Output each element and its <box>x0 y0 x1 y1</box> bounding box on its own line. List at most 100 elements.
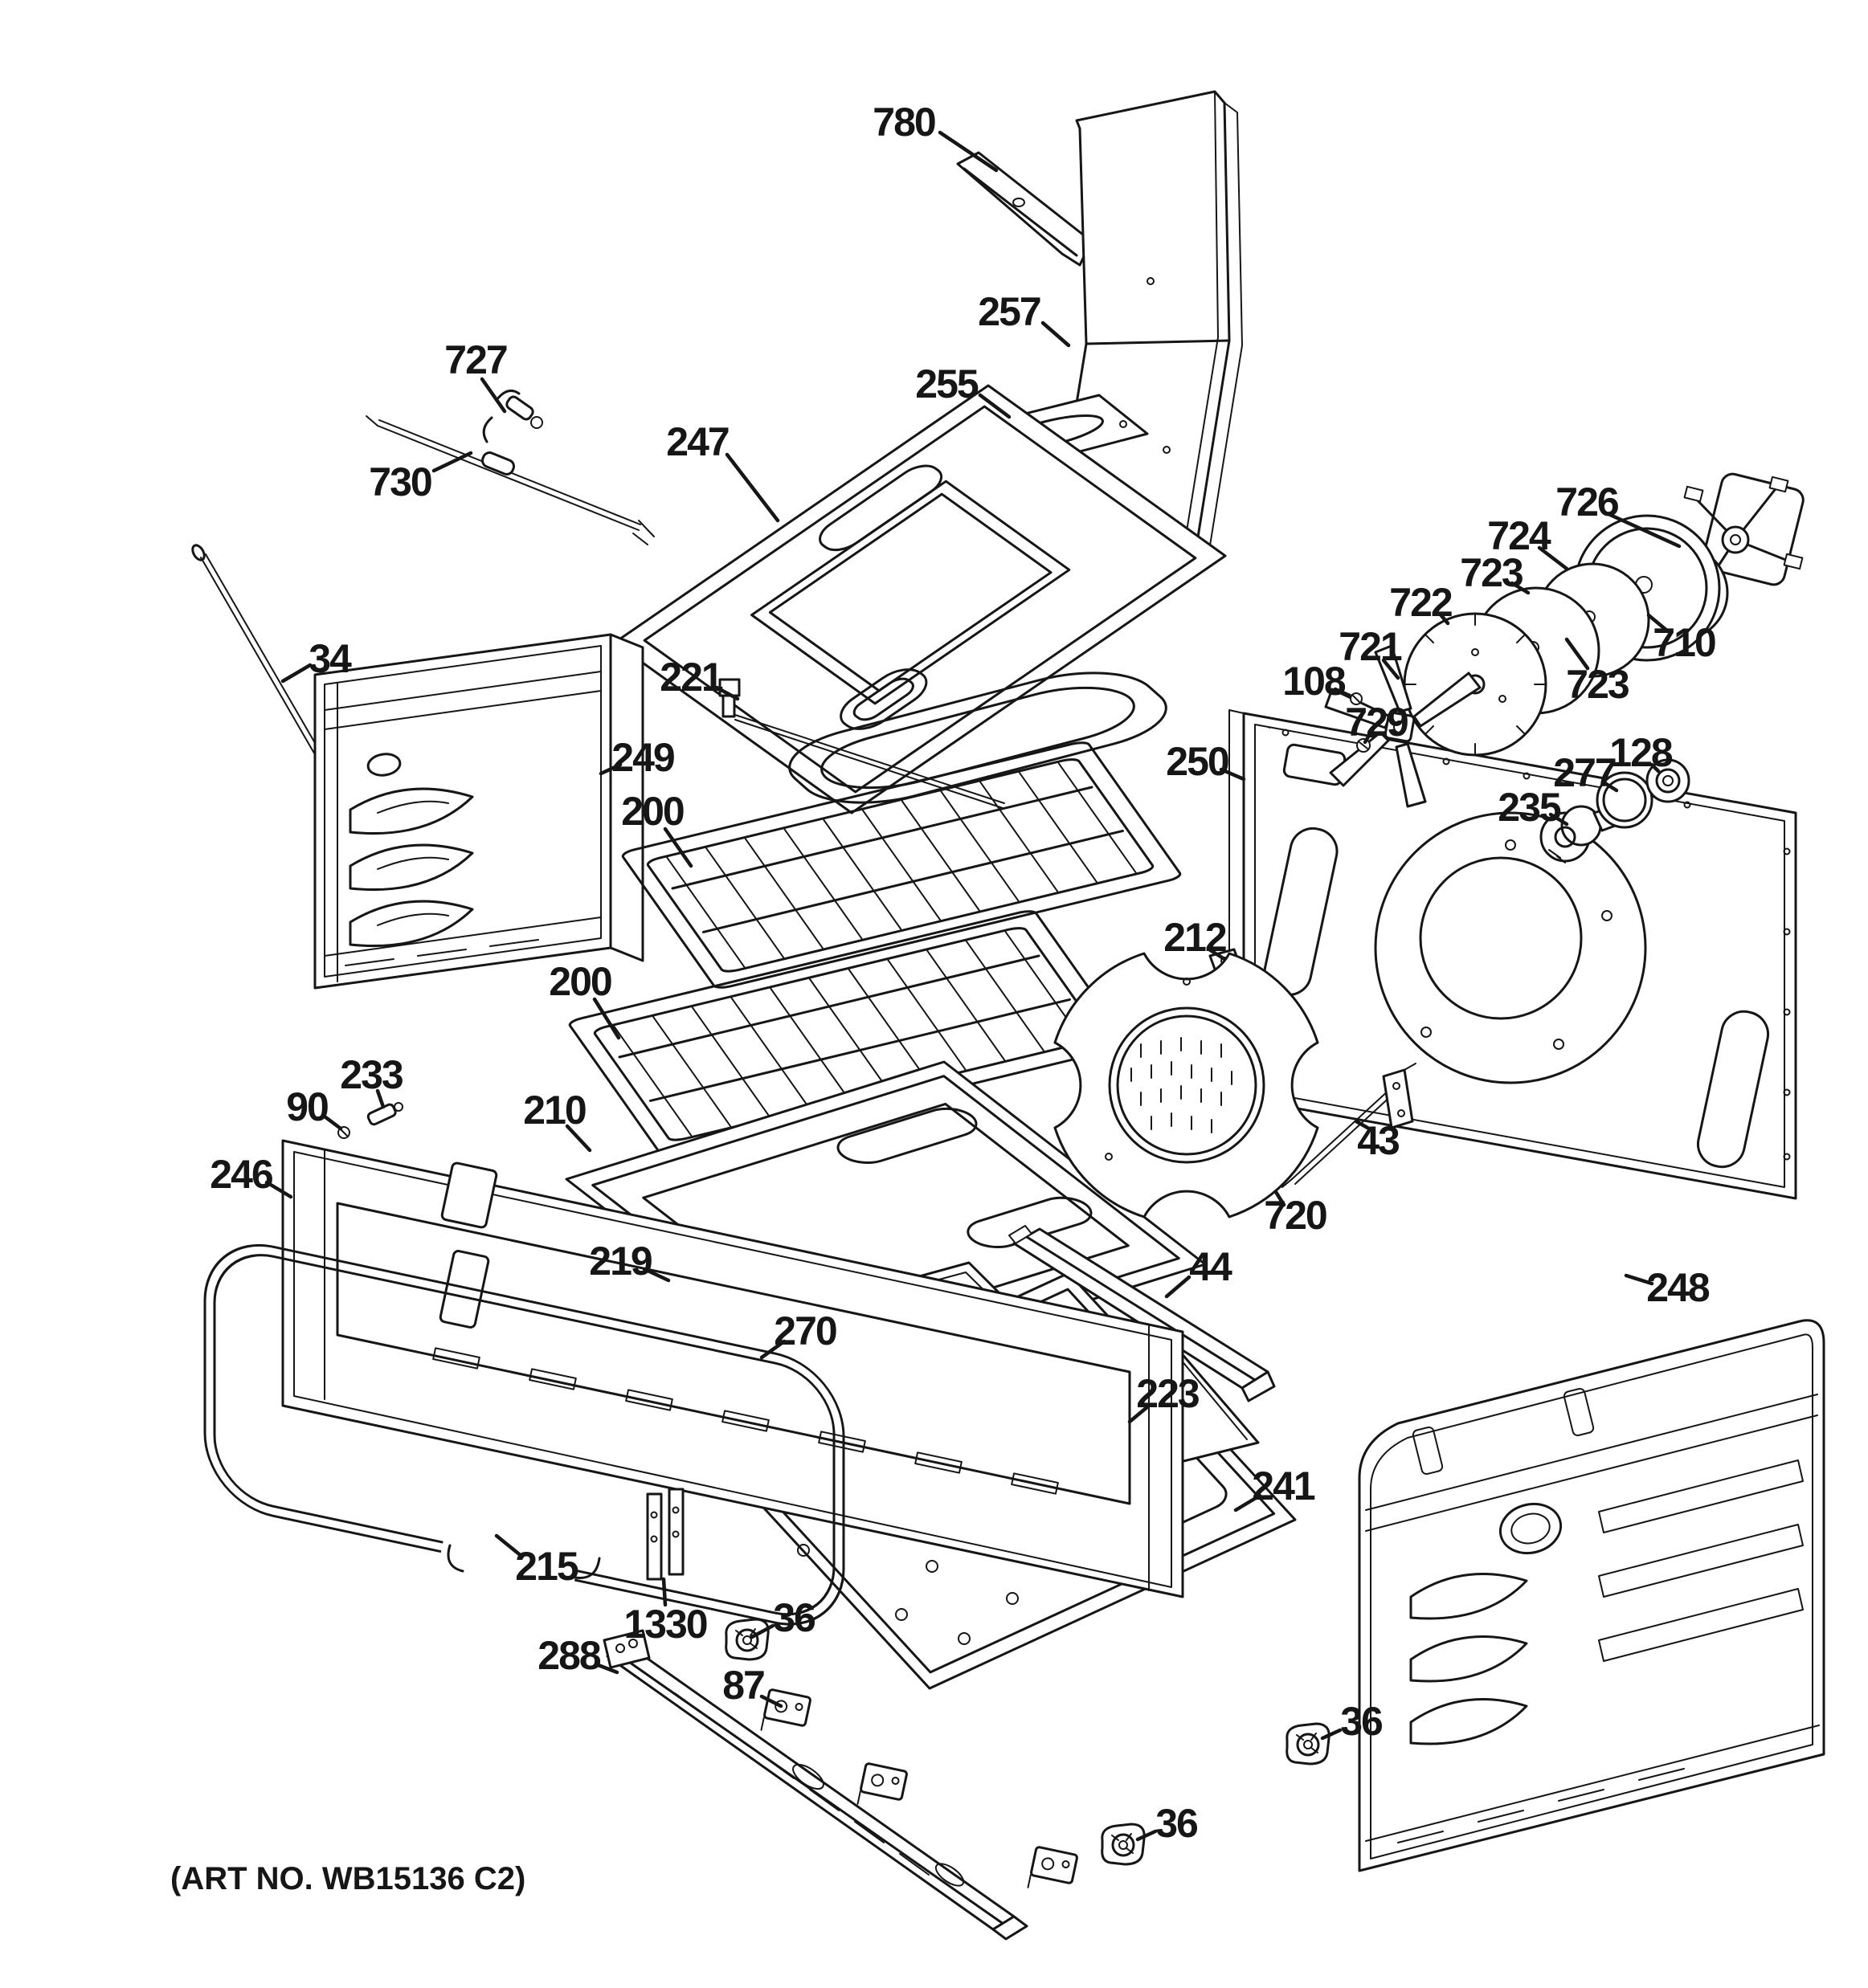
leader-line-223 <box>1127 1403 1151 1424</box>
support-rod-43 <box>1281 1063 1416 1188</box>
part-label-44: 44 <box>1189 1244 1232 1289</box>
leader-line-233 <box>375 1088 386 1109</box>
part-label-108: 108 <box>1282 659 1346 704</box>
part-label-710: 710 <box>1653 620 1715 665</box>
leader-line-128 <box>1649 762 1661 774</box>
leader-line-215 <box>494 1533 525 1559</box>
leader-line-241 <box>1233 1493 1262 1512</box>
clip-87-a <box>760 1688 811 1731</box>
sensor-rod-730 <box>366 415 655 545</box>
part-label-246: 246 <box>210 1152 272 1197</box>
leader-line-248 <box>1624 1273 1654 1286</box>
front-rail-288 <box>603 1629 1028 1941</box>
leader-line-722 <box>1437 611 1450 626</box>
fan-baffle-720 <box>1053 952 1319 1219</box>
part-label-277: 277 <box>1553 750 1616 795</box>
seal-ring-277 <box>1596 771 1653 829</box>
leader-line-277 <box>1601 780 1619 793</box>
part-label-212: 212 <box>1163 915 1226 960</box>
leader-line-108 <box>1333 687 1352 698</box>
leader-line-235 <box>1548 812 1569 827</box>
left-side-panel-249 <box>313 633 644 990</box>
leader-line-726 <box>1606 512 1682 549</box>
part-label-235: 235 <box>1498 785 1561 830</box>
leader-line-212 <box>1207 947 1227 961</box>
leader-line-200 <box>663 827 693 868</box>
part-label-210: 210 <box>523 1088 586 1133</box>
part-label-200: 200 <box>621 789 684 834</box>
leader-line-727 <box>480 377 507 414</box>
front-frame-246 <box>281 1139 1184 1598</box>
leader-line-720 <box>1273 1190 1286 1207</box>
part-label-233: 233 <box>340 1052 403 1097</box>
part-label-722: 722 <box>1389 580 1452 625</box>
leader-line-257 <box>1040 320 1071 348</box>
part-label-727: 727 <box>444 337 507 382</box>
part-label-36: 36 <box>773 1595 815 1640</box>
foot-36-b <box>1286 1722 1330 1766</box>
latch-bracket-1330 <box>646 1488 685 1581</box>
leader-line-730 <box>431 451 473 473</box>
leader-line-270 <box>759 1339 787 1360</box>
clip-87-b <box>856 1762 908 1805</box>
leader-line-210 <box>565 1124 592 1153</box>
leader-line-249 <box>599 762 623 776</box>
oven-rack-200-upper <box>620 741 1183 990</box>
part-label-288: 288 <box>538 1633 601 1678</box>
door-gasket-215 <box>203 1243 845 1626</box>
foot-36-a <box>725 1618 770 1661</box>
part-label-729: 729 <box>1345 700 1408 745</box>
part-label-1330: 1330 <box>623 1602 706 1647</box>
part-label-247: 247 <box>666 419 729 464</box>
part-label-721: 721 <box>1339 624 1402 669</box>
rear-panel-250 <box>1228 709 1797 1200</box>
spacer-233 <box>366 1102 403 1126</box>
leader-line-250 <box>1219 767 1246 782</box>
part-label-723: 723 <box>1460 550 1523 595</box>
leader-line-87 <box>759 1694 783 1708</box>
part-label-726: 726 <box>1555 480 1618 525</box>
leader-line-247 <box>725 452 780 523</box>
leader-line-724 <box>1537 545 1569 571</box>
part-label-730: 730 <box>369 459 431 504</box>
leader-line-36 <box>750 1623 775 1639</box>
leader-line-200 <box>592 997 621 1040</box>
part-label-257: 257 <box>978 289 1040 334</box>
leader-line-36 <box>1135 1829 1158 1842</box>
leader-line-246 <box>264 1180 293 1199</box>
leader-line-36 <box>1320 1728 1343 1741</box>
part-label-36: 36 <box>1155 1801 1197 1846</box>
oven-top-panel-247 <box>615 386 1225 813</box>
fan-blade-721 <box>1324 644 1482 808</box>
part-label-270: 270 <box>774 1308 836 1353</box>
part-label-248: 248 <box>1646 1265 1710 1310</box>
part-label-221: 221 <box>660 655 723 700</box>
leader-line-43 <box>1354 1119 1370 1130</box>
part-label-780: 780 <box>873 100 935 145</box>
part-label-219: 219 <box>589 1239 652 1284</box>
part-label-723: 723 <box>1566 662 1629 707</box>
part-label-36: 36 <box>1340 1699 1382 1744</box>
part-label-215: 215 <box>515 1544 578 1589</box>
leader-line-288 <box>594 1662 619 1675</box>
part-label-223: 223 <box>1136 1371 1199 1416</box>
part-label-241: 241 <box>1252 1463 1315 1508</box>
screw-108 <box>1350 692 1363 705</box>
leader-line-723 <box>1510 581 1531 595</box>
leader-line-219 <box>642 1267 671 1283</box>
leader-line-90 <box>322 1114 343 1131</box>
vent-trim-780 <box>956 151 1093 267</box>
part-label-128: 128 <box>1609 730 1673 775</box>
leader-line-729 <box>1363 732 1372 745</box>
leader-line-780 <box>938 130 999 173</box>
art-number: (ART NO. WB15136 C2) <box>170 1861 525 1896</box>
part-label-34: 34 <box>309 636 352 681</box>
part-label-43: 43 <box>1357 1118 1399 1163</box>
part-label-255: 255 <box>915 361 979 406</box>
leader-line-721 <box>1381 658 1400 680</box>
part-label-200: 200 <box>549 959 611 1004</box>
part-label-87: 87 <box>722 1663 764 1708</box>
